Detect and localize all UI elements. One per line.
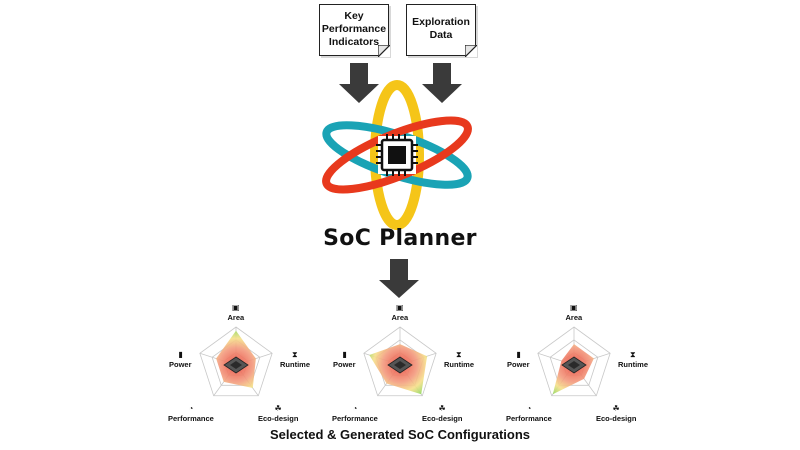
axis-label-performance: Performance bbox=[506, 414, 552, 423]
configuration-radar-2: ▣Area ⧗Runtime ☘Eco-design ◔Performance ▮Pow… bbox=[320, 303, 480, 424]
leaf-icon: ☘ bbox=[274, 404, 282, 413]
orbit-yellow bbox=[370, 80, 424, 230]
page-fold-icon bbox=[464, 44, 477, 57]
kpi-line-3: Indicators bbox=[328, 36, 380, 48]
axis-label-power: Power bbox=[169, 360, 192, 369]
battery-icon: ▮ bbox=[516, 350, 521, 359]
axis-label-performance: Performance bbox=[332, 414, 378, 423]
chip-icon bbox=[561, 356, 587, 374]
caption: Selected & Generated SoC Configurations bbox=[269, 427, 531, 442]
battery-icon: ▮ bbox=[342, 350, 347, 359]
leaf-icon: ☘ bbox=[438, 404, 446, 413]
radar-svg bbox=[537, 326, 611, 397]
kpi-document: Key Performance Indicators bbox=[319, 4, 390, 57]
chip-icon bbox=[376, 134, 418, 176]
axis-label-power: Power bbox=[333, 360, 356, 369]
radar-grid-ring bbox=[363, 326, 437, 397]
chip-icon bbox=[223, 356, 249, 374]
exploration-line-1: Exploration bbox=[412, 16, 470, 28]
configuration-radar-3: ▣Area ⧗Runtime ☘Eco-design ◔Performance ▮Pow… bbox=[494, 303, 654, 424]
axis-label-eco-design: Eco-design bbox=[258, 414, 299, 423]
page-fold-icon bbox=[377, 44, 390, 57]
atom-logo bbox=[322, 80, 472, 230]
radar-grid-ring bbox=[199, 326, 273, 397]
chip-icon: ▣ bbox=[232, 303, 240, 312]
output-arrow bbox=[379, 259, 419, 298]
axis-label-performance: Performance bbox=[168, 414, 214, 423]
chip-icon: ▣ bbox=[570, 303, 578, 312]
axis-label-power: Power bbox=[507, 360, 530, 369]
kpi-arrow bbox=[339, 63, 379, 103]
battery-icon: ▮ bbox=[178, 350, 183, 359]
configuration-radar-1: ▣Area ⧗Runtime ☘Eco-design ◔Performance ▮Pow… bbox=[156, 303, 316, 424]
axis-label-runtime: Runtime bbox=[618, 360, 648, 369]
hourglass-icon: ⧗ bbox=[456, 350, 462, 359]
radar-grid-ring bbox=[211, 339, 261, 386]
gauge-icon: ◔ bbox=[188, 404, 194, 413]
axis-label-eco-design: Eco-design bbox=[422, 414, 463, 423]
kpi-line-1: Key bbox=[344, 10, 364, 22]
axis-label-runtime: Runtime bbox=[444, 360, 474, 369]
axis-label-area: Area bbox=[227, 313, 245, 322]
exploration-document: Exploration Data bbox=[406, 4, 477, 57]
hourglass-icon: ⧗ bbox=[630, 350, 636, 359]
exploration-arrow bbox=[422, 63, 462, 103]
hourglass-icon: ⧗ bbox=[292, 350, 298, 359]
gauge-icon: ◔ bbox=[526, 404, 532, 413]
radar-grid-ring bbox=[537, 326, 611, 397]
exploration-line-2: Data bbox=[429, 29, 453, 41]
radar-svg bbox=[363, 326, 437, 397]
gauge-icon: ◔ bbox=[352, 404, 358, 413]
axis-label-eco-design: Eco-design bbox=[596, 414, 637, 423]
orbit-cyan bbox=[322, 121, 472, 189]
axis-label-area: Area bbox=[391, 313, 409, 322]
chip-icon: ▣ bbox=[396, 303, 404, 312]
leaf-icon: ☘ bbox=[612, 404, 620, 413]
planner-title: SoC Planner bbox=[323, 226, 477, 251]
axis-label-area: Area bbox=[565, 313, 583, 322]
chip-icon bbox=[387, 356, 413, 374]
radar-svg bbox=[199, 326, 273, 397]
kpi-line-2: Performance bbox=[321, 23, 387, 35]
axis-label-runtime: Runtime bbox=[280, 360, 310, 369]
radar-grid-ring bbox=[549, 339, 599, 386]
